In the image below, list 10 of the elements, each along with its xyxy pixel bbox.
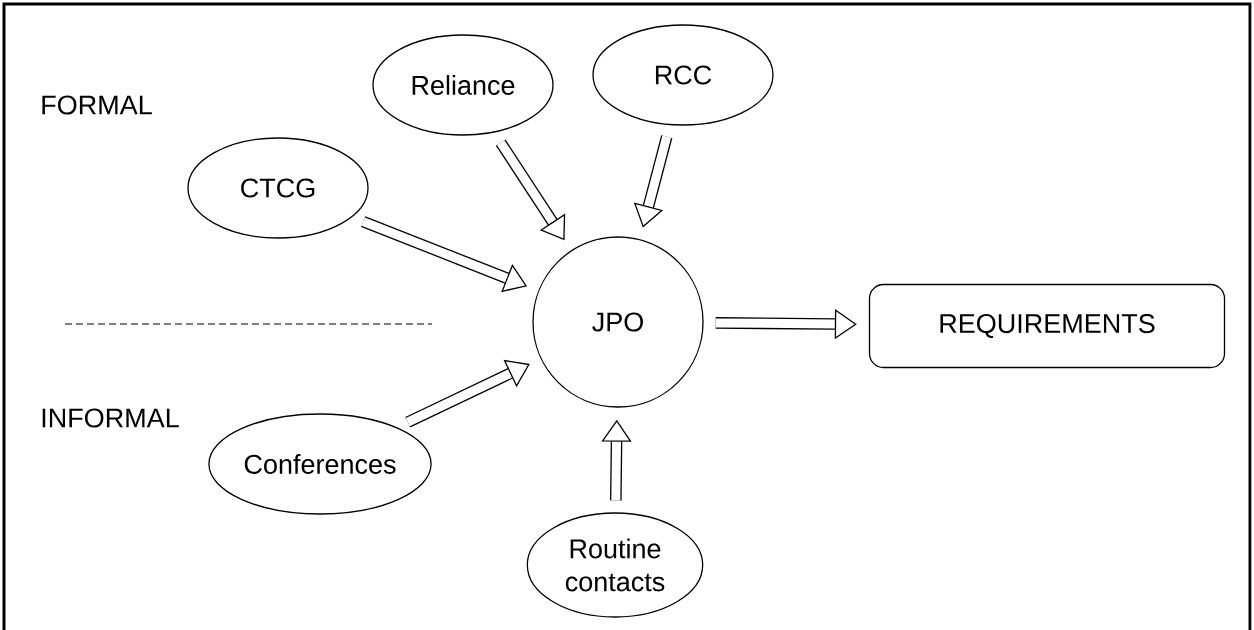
block-arrow [405,359,530,428]
ellipse-node: CTCG [187,137,369,239]
section-label: FORMAL [42,95,152,115]
circle-node: JPO [532,236,704,408]
ellipse-node: Reliance [372,34,554,136]
section-label: INFORMAL [42,408,179,428]
ellipse-node: Routine contacts [526,512,704,618]
ellipse-node: Conferences [208,413,432,515]
ellipse-node: RCC [592,24,774,126]
rounded-box: REQUIREMENTS [868,283,1226,369]
